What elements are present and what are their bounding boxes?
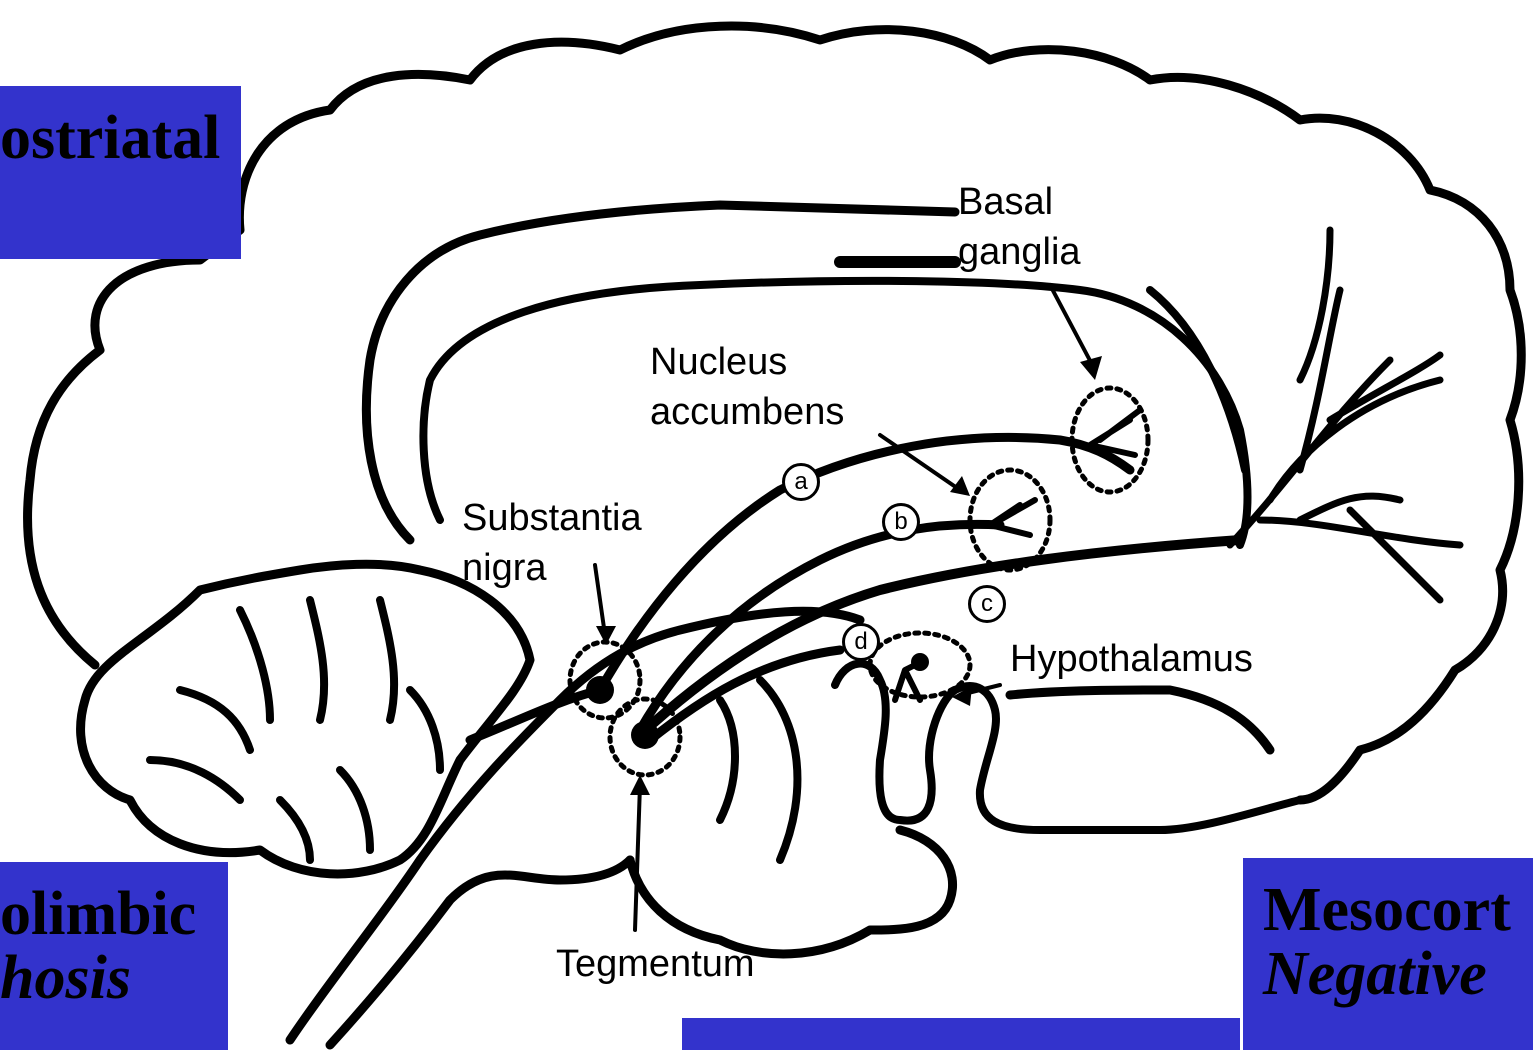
nucleus-accumbens-label-line1: Nucleus [650,338,787,386]
nigro-line [470,690,600,740]
mesolimbic-box: olimbic hosis [0,862,228,1050]
pathway-marker-a: a [782,463,820,501]
pons-outline [630,830,953,954]
frontal-fibers [1230,230,1460,600]
basal-ganglia-label-line2: ganglia [958,228,1081,276]
arrowhead-basal [1080,356,1102,380]
tuberoinfundibular-box [682,1018,1240,1050]
arrow-tegmentum [635,785,640,930]
hypothalamus-label: Hypothalamus [1010,635,1253,683]
hypo-soma [911,653,929,671]
substantia-nigra-label-line2: nigra [462,544,547,592]
mesolimbic-box-line2: hosis [0,946,228,1010]
cerebellum-folds [150,600,440,860]
mesocortical-box-line1: Mesocort [1263,878,1533,942]
optic-chiasm [1010,690,1270,750]
substantia-nigra-label-line1: Substantia [462,494,642,542]
tegmentum-label: Tegmentum [556,940,755,988]
arrow-basal [1050,285,1095,370]
pathway-marker-b: b [882,503,920,541]
basal-target-circle [1072,388,1148,492]
arrow-nigra [595,565,605,635]
basal-terminal [1090,410,1140,455]
arrowhead-tegmentum [630,775,650,795]
mesocortical-box: Mesocort Negative [1243,858,1533,1050]
medulla-line [720,680,797,860]
nigrostriatal-box-text: ostriatal [0,106,241,170]
pathway-marker-c: c [968,585,1006,623]
nigrostriatal-box: ostriatal [0,86,241,259]
nigra-soma [586,676,614,704]
frontal-fold [1150,290,1245,470]
pathway-marker-d: d [842,623,880,661]
nucleus-accumbens-label-line2: accumbens [650,388,844,436]
vta-soma [631,721,659,749]
mesocortical-box-line2: Negative [1263,942,1533,1006]
mesolimbic-box-line1: olimbic [0,882,228,946]
accumbens-terminal [990,500,1035,535]
basal-ganglia-label-line1: Basal [958,178,1053,226]
